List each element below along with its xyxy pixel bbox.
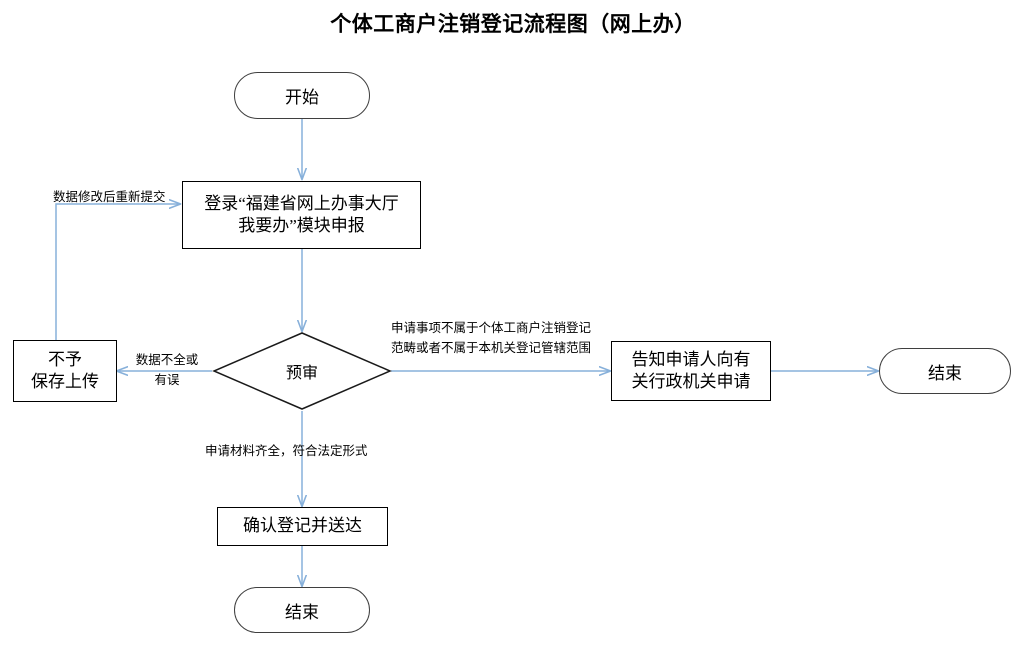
- edge-label-materials-complete-text: 申请材料齐全，符合法定形式: [205, 444, 368, 458]
- node-apply-line1: 登录“福建省网上办事大厅: [204, 193, 399, 213]
- node-end-right-label: 结束: [928, 363, 962, 383]
- edge-label-out-of-scope: 申请事项不属于个体工商户注销登记 范畴或者不属于本机关登记管辖范围: [391, 318, 591, 358]
- node-notify-line2: 关行政机关申请: [631, 372, 751, 391]
- edge-label-out-of-scope-line1: 申请事项不属于个体工商户注销登记: [391, 321, 592, 335]
- edge-label-out-of-scope-line2: 范畴或者不属于本机关登记管辖范围: [391, 341, 592, 355]
- node-confirm-label: 确认登记并送达: [243, 516, 362, 536]
- edge-label-resubmit: 数据修改后重新提交: [53, 188, 166, 207]
- node-review-label: 预审: [285, 365, 318, 382]
- node-review: 预审: [242, 355, 362, 387]
- node-notify-line1: 告知申请人向有: [631, 349, 751, 369]
- edge-label-data-incomplete: 数据不全或 有误: [128, 350, 206, 390]
- node-reject-save: 不予 保存上传: [13, 340, 117, 402]
- node-apply: 登录“福建省网上办事大厅 我要办”模块申报: [182, 181, 421, 249]
- page-title: 个体工商户注销登记流程图（网上办）: [330, 12, 696, 36]
- decision-review-shape: [212, 332, 392, 410]
- edge-label-data-incomplete-line1: 数据不全或: [135, 353, 199, 367]
- node-end-bottom: 结束: [234, 587, 370, 633]
- node-notify: 告知申请人向有 关行政机关申请: [611, 341, 771, 401]
- node-apply-line2: 我要办”模块申报: [238, 216, 365, 235]
- node-start: 开始: [234, 72, 370, 119]
- node-reject-save-line2: 保存上传: [31, 372, 99, 391]
- edge-label-data-incomplete-line2: 有误: [154, 373, 180, 387]
- node-reject-save-line1: 不予: [48, 349, 82, 369]
- node-confirm: 确认登记并送达: [217, 507, 388, 546]
- node-end-right: 结束: [879, 348, 1011, 394]
- edge-reject-to-apply: [55, 204, 180, 340]
- edge-label-materials-complete: 申请材料齐全，符合法定形式: [205, 442, 368, 461]
- node-end-bottom-label: 结束: [285, 602, 319, 622]
- edge-label-resubmit-text: 数据修改后重新提交: [53, 190, 166, 204]
- node-start-label: 开始: [285, 88, 319, 107]
